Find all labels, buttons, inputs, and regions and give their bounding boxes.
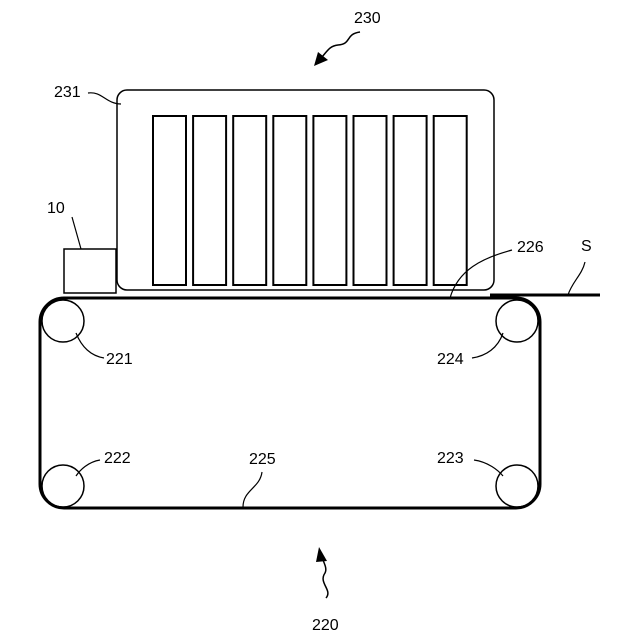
leader-belt-surface	[450, 250, 512, 298]
leader-belt	[243, 472, 262, 507]
print-head	[273, 116, 306, 285]
label-head-frame: 231	[54, 84, 81, 101]
leader-roller-221	[76, 333, 104, 358]
head-unit-arrow	[314, 32, 360, 66]
roller-223	[496, 465, 538, 507]
print-head	[354, 116, 387, 285]
head-unit	[117, 90, 494, 290]
label-roller-222: 222	[104, 450, 131, 467]
label-transport-unit: 220	[312, 617, 339, 634]
label-roller-224: 224	[437, 351, 464, 368]
leader-sensor	[72, 217, 81, 249]
print-head	[193, 116, 226, 285]
label-head-unit: 230	[354, 10, 381, 27]
leader-roller-224	[472, 333, 503, 358]
roller-222	[42, 465, 84, 507]
label-belt-surface: 226	[517, 239, 544, 256]
label-sheet: S	[581, 238, 592, 255]
print-head	[153, 116, 186, 285]
print-head	[233, 116, 266, 285]
print-head	[313, 116, 346, 285]
print-head	[394, 116, 427, 285]
label-roller-221: 221	[106, 351, 133, 368]
leader-head-frame	[88, 93, 121, 104]
label-sensor: 10	[47, 200, 65, 217]
belt	[40, 298, 540, 508]
label-roller-223: 223	[437, 450, 464, 467]
print-head-row	[153, 116, 467, 285]
transport-unit	[40, 298, 540, 508]
leader-roller-223	[474, 460, 503, 476]
leader-sheet	[568, 262, 585, 295]
sensor-box	[64, 249, 116, 293]
print-head	[434, 116, 467, 285]
transport-unit-arrow	[316, 547, 328, 598]
label-belt: 225	[249, 451, 276, 468]
